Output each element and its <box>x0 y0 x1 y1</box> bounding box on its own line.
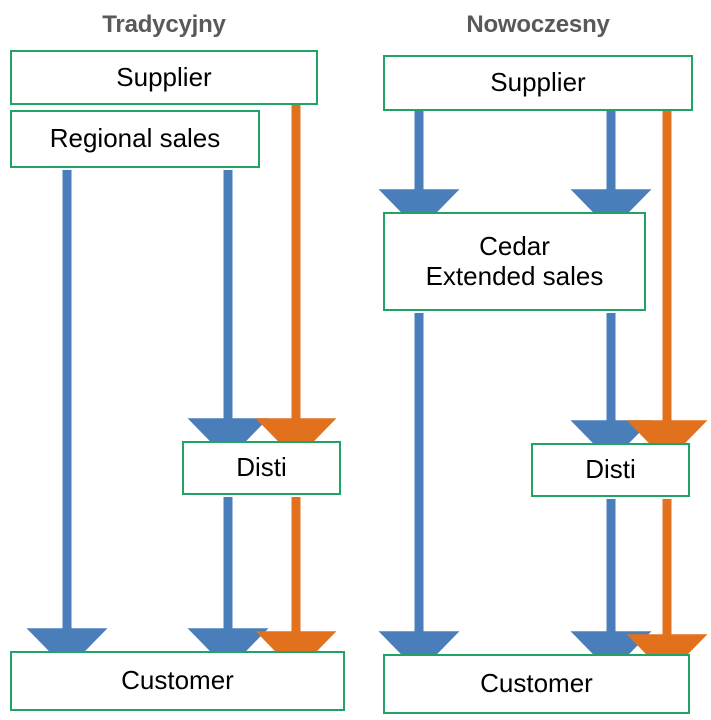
node-traditional-regional-sales[interactable]: Regional sales <box>10 110 260 168</box>
node-label: Customer <box>480 668 593 699</box>
node-label-line-2: Extended sales <box>425 260 604 291</box>
node-label: Disti <box>585 454 636 485</box>
node-label: Disti <box>236 452 287 483</box>
column-title-traditional: Tradycyjny <box>102 11 226 38</box>
node-traditional-customer[interactable]: Customer <box>10 651 345 711</box>
node-label: Regional sales <box>49 123 221 154</box>
column-title-modern: Nowoczesny <box>466 11 610 38</box>
node-label: Supplier <box>116 61 212 92</box>
node-label-line-1: Cedar <box>479 231 550 262</box>
node-modern-supplier[interactable]: Supplier <box>383 55 693 111</box>
node-modern-disti[interactable]: Disti <box>531 443 690 497</box>
node-traditional-supplier[interactable]: Supplier <box>10 50 318 105</box>
node-label: Supplier <box>490 67 586 98</box>
node-traditional-disti[interactable]: Disti <box>182 441 341 495</box>
node-modern-cedar-extended-sales[interactable]: Cedar Extended sales <box>383 212 646 311</box>
node-modern-customer[interactable]: Customer <box>383 654 690 714</box>
node-label: Customer <box>121 665 234 696</box>
